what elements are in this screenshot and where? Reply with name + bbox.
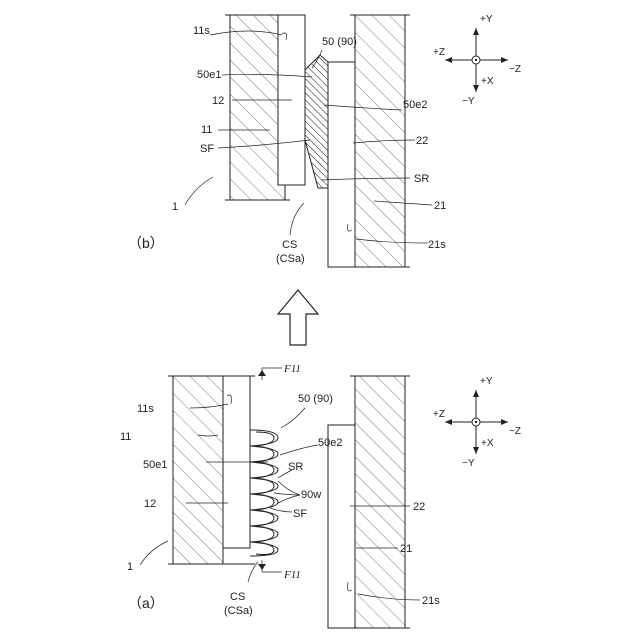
label-12-b: 12 [212, 95, 224, 107]
label-SF-a: SF [293, 508, 307, 520]
label-11-b: 11 [201, 124, 212, 136]
figure-label-b: （b） [128, 235, 164, 251]
label-21s-a: 21s [422, 595, 440, 607]
label-1-b: 1 [172, 201, 178, 213]
label-CS-a: CS [230, 591, 245, 603]
plate-22-a [328, 425, 355, 628]
label-CS-b: CS [282, 239, 297, 251]
axis-plus-y-a: +Y [480, 376, 493, 387]
axis-plus-x-b: +X [481, 76, 494, 87]
label-CSa-a: (CSa) [224, 605, 253, 617]
label-50e2-a: 50e2 [318, 437, 342, 449]
label-F11-bottom: F11 [283, 569, 301, 581]
member-11-a [173, 376, 223, 564]
axis-plus-x-a: +X [481, 438, 494, 449]
label-22-b: 22 [416, 135, 428, 147]
label-F11-top: F11 [283, 363, 301, 375]
axis-minus-y-b: −Y [462, 96, 475, 107]
label-CSa-b: (CSa) [276, 253, 305, 265]
member-11-b [230, 15, 285, 200]
label-50e1-a: 50e1 [143, 459, 167, 471]
axes-a: +Z −Z +Y −Y +X [433, 376, 521, 469]
axis-minus-z-a: −Z [509, 426, 521, 437]
axes-b: +Z −Z +Y −Y +X [433, 14, 521, 107]
axis-minus-y-a: −Y [462, 458, 475, 469]
label-11s-b: 11s [193, 25, 210, 37]
label-SR-a: SR [288, 461, 303, 473]
member-21-a [355, 376, 405, 628]
label-SR-b: SR [414, 173, 429, 185]
label-90w-a: 90w [301, 489, 321, 501]
label-1-a: 1 [127, 561, 133, 573]
label-21s-b: 21s [428, 239, 446, 251]
label-21-b: 21 [434, 200, 446, 212]
figure-a: 11s 11 50e1 12 50 (90) 50e2 SR 90w SF 22… [120, 363, 440, 628]
label-50-b: 50 (90) [322, 36, 357, 48]
label-21-a: 21 [400, 543, 412, 555]
label-50e1-b: 50e1 [197, 69, 221, 81]
figure-label-a: （a） [128, 595, 164, 611]
label-11-a: 11 [120, 431, 131, 443]
label-SF-b: SF [200, 143, 214, 155]
label-50e2-b: 50e2 [403, 99, 427, 111]
label-50-a: 50 (90) [298, 393, 333, 405]
axis-plus-y-b: +Y [480, 14, 493, 25]
axis-minus-z-b: −Z [509, 64, 521, 75]
spring-50-wavy-inner [256, 432, 274, 555]
figure-b: 11s 50e1 12 11 SF 50 (90) 50e2 22 SR 21 … [128, 15, 446, 267]
spring-50-compressed [305, 55, 328, 188]
label-11s-a: 11s [137, 403, 154, 415]
axis-plus-z-a: +Z [433, 409, 445, 420]
transition-arrow [278, 290, 318, 345]
axis-plus-z-b: +Z [433, 47, 445, 58]
label-12-a: 12 [144, 498, 156, 510]
label-22-a: 22 [413, 501, 425, 513]
plate-22-b [328, 62, 355, 267]
